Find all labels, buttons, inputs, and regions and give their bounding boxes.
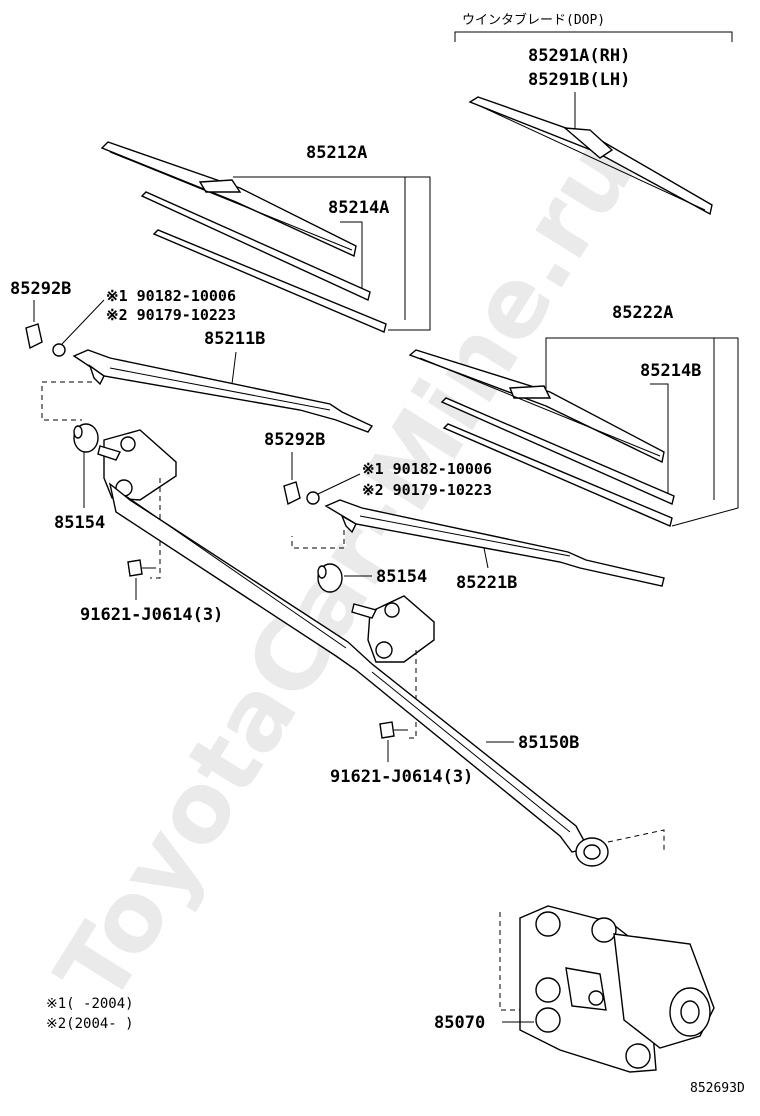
leader-85221b: [483, 547, 489, 569]
bolt-right: [379, 721, 408, 739]
label-bolt-right: 91621-J0614(3): [330, 767, 473, 787]
nut-right: [306, 491, 320, 505]
watermark: ToyotaCar-Mine.ru: [35, 120, 657, 1023]
arm-85221b: [324, 499, 665, 587]
leader-nut-left: [61, 299, 105, 345]
dash-arm-left: [41, 381, 92, 421]
label-85291a: 85291A(RH): [528, 46, 630, 66]
label-nut-right-1: ※1 90182-10006: [362, 460, 492, 478]
label-85214b: 85214B: [640, 361, 701, 381]
bracket-left-pivot: [97, 429, 177, 501]
leader-nut-right: [317, 473, 361, 495]
label-nut-right-2: ※2 90179-10223: [362, 481, 492, 499]
label-85150b: 85150B: [518, 733, 579, 753]
bracket-right-pivot: [351, 595, 435, 663]
leader-85211b: [231, 351, 237, 385]
label-85222a: 85222A: [612, 303, 673, 323]
dash-arm-right: [291, 530, 345, 549]
dash-bolt-right: [406, 650, 417, 739]
insert-85214a: [140, 191, 371, 301]
refill-strip-left: [152, 229, 387, 333]
dash-bolt-left: [150, 478, 161, 579]
arm-85211b: [72, 349, 374, 433]
cap-85292b-left: [25, 323, 43, 350]
label-85291b: 85291B(LH): [528, 70, 630, 90]
option-label: ウインタブレード(DOP): [462, 12, 605, 28]
bracket-85212a: [233, 176, 431, 331]
bolt-left: [127, 559, 156, 577]
label-nut-left-2: ※2 90179-10223: [106, 306, 236, 324]
motor-85070: [519, 905, 715, 1073]
refill-strip-right: [442, 423, 673, 527]
label-85211b: 85211B: [204, 329, 265, 349]
bracket-85222a: [545, 337, 739, 527]
label-85070: 85070: [434, 1013, 485, 1033]
label-bolt-left: 91621-J0614(3): [80, 605, 223, 625]
label-85221b: 85221B: [456, 573, 517, 593]
leader-85214b: [650, 383, 669, 500]
pivot-85154-right: [317, 563, 343, 593]
link-85150b: [108, 482, 609, 867]
label-85212a: 85212A: [306, 143, 367, 163]
blade-85212a: [100, 141, 357, 258]
label-85154-left: 85154: [54, 513, 105, 533]
pivot-85154-left: [73, 423, 99, 453]
nut-left: [52, 343, 66, 357]
diagram-code: 852693D: [690, 1081, 745, 1096]
blade-85222a: [408, 349, 665, 464]
option-bracket: [454, 31, 733, 42]
label-nut-left-1: ※1 90182-10006: [106, 287, 236, 305]
label-85154-right: 85154: [376, 567, 427, 587]
label-85214a: 85214A: [328, 198, 389, 218]
label-85292b-right: 85292B: [264, 430, 325, 450]
dash-link-motor: [607, 829, 665, 850]
winter-blade: [468, 96, 713, 216]
cap-85292b-right: [283, 481, 301, 506]
note-2: ※2(2004- ): [46, 1016, 134, 1032]
note-1: ※1( -2004): [46, 996, 134, 1012]
label-85292b-left: 85292B: [10, 279, 71, 299]
leader-85214a: [340, 221, 363, 297]
insert-85214b: [440, 397, 675, 505]
